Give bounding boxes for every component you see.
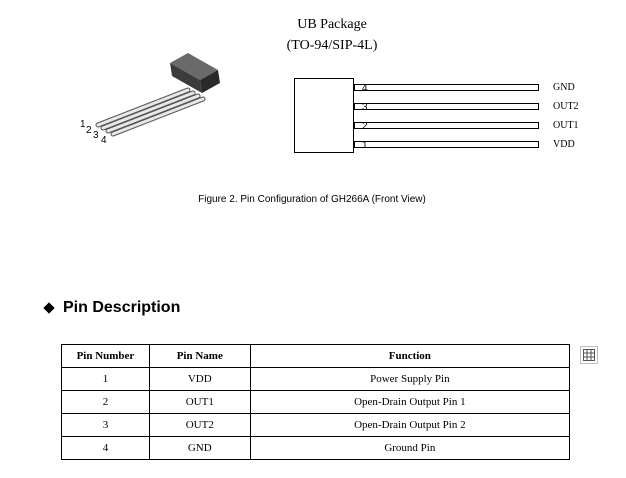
cell-pin-name: OUT1 — [148, 390, 251, 414]
cell-function: Open-Drain Output Pin 2 — [249, 413, 571, 437]
cell-pin-name: VDD — [148, 367, 251, 391]
lead-label-gnd: GND — [553, 82, 575, 93]
lead-label-out1: OUT1 — [553, 120, 579, 131]
section-heading: Pin Description — [42, 298, 180, 318]
package-title: UB Package — [297, 17, 367, 32]
table-row: 3 OUT2 Open-Drain Output Pin 2 — [61, 413, 571, 437]
lead-pin-4 — [354, 84, 539, 91]
table-row: 1 VDD Power Supply Pin — [61, 367, 571, 391]
table-grid-icon[interactable] — [580, 346, 598, 364]
header-function: Function — [249, 344, 571, 368]
lead-number-1: 1 — [362, 140, 368, 151]
table-header-row: Pin Number Pin Name Function — [61, 344, 571, 368]
package-subtitle: (TO-94/SIP-4L) — [286, 38, 378, 53]
lead-pin-1 — [354, 141, 539, 148]
cell-function: Open-Drain Output Pin 1 — [249, 390, 571, 414]
lead-pin-3 — [354, 103, 539, 110]
header-pin-number: Pin Number — [61, 344, 150, 368]
header-pin-name: Pin Name — [148, 344, 251, 368]
cell-pin-name: OUT2 — [148, 413, 251, 437]
cell-pin-number: 4 — [61, 436, 150, 460]
pin-number-2-3d: 2 — [86, 125, 92, 136]
section-title: Pin Description — [63, 299, 181, 316]
cell-function: Power Supply Pin — [249, 367, 571, 391]
pin-number-4-3d: 4 — [101, 135, 107, 146]
cell-pin-number: 3 — [61, 413, 150, 437]
lead-label-out2: OUT2 — [553, 101, 579, 112]
lead-label-vdd: VDD — [553, 139, 575, 150]
lead-number-3: 3 — [362, 102, 368, 113]
figure-caption: Figure 2. Pin Configuration of GH266A (F… — [198, 194, 426, 205]
table-row: 4 GND Ground Pin — [61, 436, 571, 460]
pin-description-table: Pin Number Pin Name Function 1 VDD Power… — [61, 344, 571, 460]
table-row: 2 OUT1 Open-Drain Output Pin 1 — [61, 390, 571, 414]
pin-number-1-3d: 1 — [80, 119, 86, 130]
diamond-bullet-icon — [43, 302, 55, 314]
package-leads-3d — [95, 87, 206, 137]
cell-pin-number: 1 — [61, 367, 150, 391]
table-grid-glyph — [583, 349, 595, 361]
lead-number-4: 4 — [362, 83, 368, 94]
package-body-front — [294, 78, 354, 153]
package-body-3d — [170, 53, 220, 93]
lead-pin-2 — [354, 122, 539, 129]
lead-number-2: 2 — [362, 121, 368, 132]
cell-pin-name: GND — [148, 436, 251, 460]
cell-pin-number: 2 — [61, 390, 150, 414]
package-3d-illustration — [95, 53, 220, 137]
pin-number-3-3d: 3 — [93, 130, 99, 141]
cell-function: Ground Pin — [249, 436, 571, 460]
